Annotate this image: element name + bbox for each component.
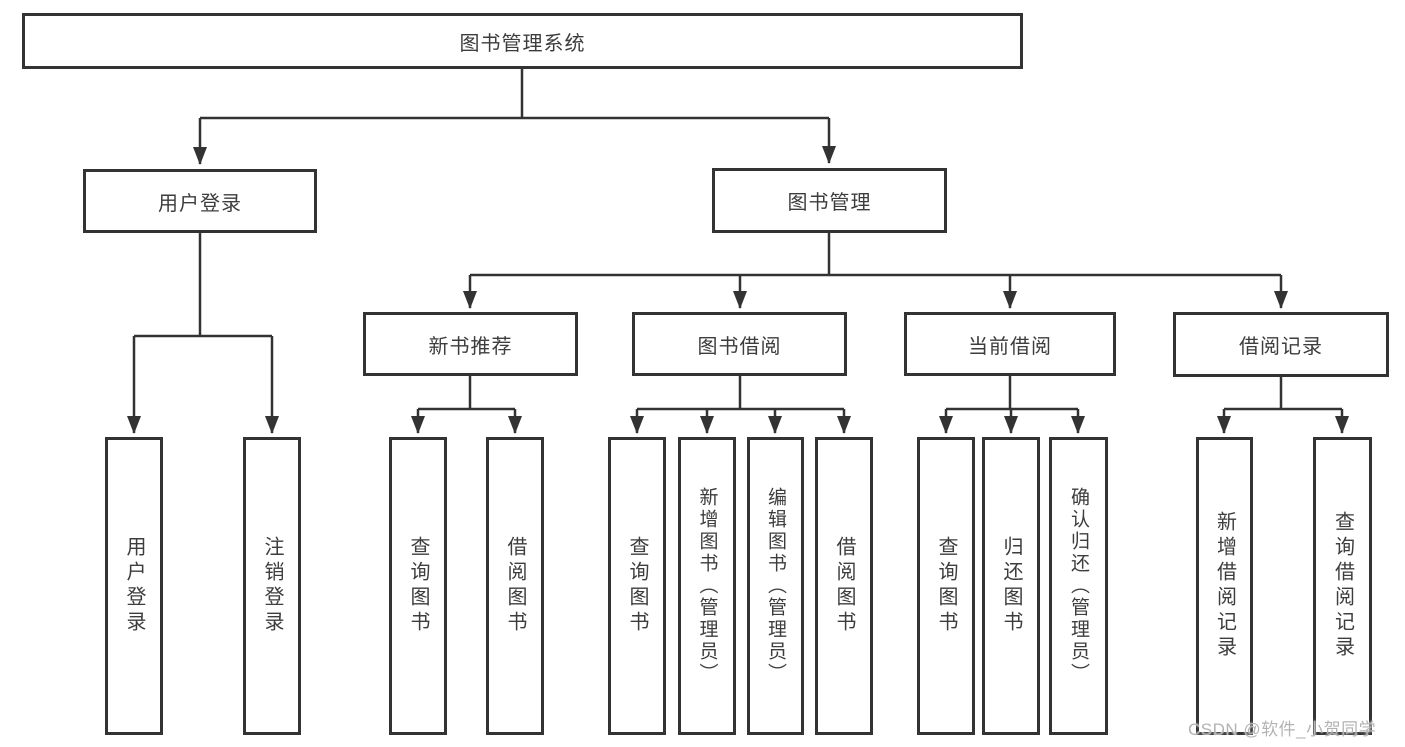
leaf-query-books-current: 查询图书: [917, 437, 975, 735]
leaf-add-borrowing-record: 新增借阅记录: [1196, 437, 1253, 735]
node-library-management-system: 图书管理系统: [22, 13, 1023, 69]
leaf-query-books-recommend: 查询图书: [389, 437, 447, 735]
node-label: 查询图书: [935, 536, 957, 636]
node-label: 查询图书: [407, 536, 429, 636]
leaf-return-books: 归还图书: [982, 437, 1040, 735]
node-label: 新增借阅记录: [1213, 511, 1236, 661]
watermark-text: CSDN @软件_小贺同学: [1188, 720, 1377, 739]
node-borrowing-records: 借阅记录: [1173, 312, 1389, 377]
node-label: 借阅图书: [504, 536, 526, 636]
node-label: 查询借阅记录: [1331, 511, 1354, 661]
node-label: 图书管理系统: [459, 32, 586, 55]
leaf-user-login: 用户登录: [105, 437, 163, 735]
node-label: 用户登录: [158, 192, 242, 215]
node-label: 新增图书（管理员）: [696, 487, 718, 685]
leaf-query-borrowing-record: 查询借阅记录: [1313, 437, 1372, 735]
node-label: 借阅图书: [833, 536, 855, 636]
leaf-query-books-borrow: 查询图书: [608, 437, 666, 735]
node-label: 借阅记录: [1239, 336, 1323, 358]
node-book-borrowing: 图书借阅: [632, 312, 847, 376]
node-label: 新书推荐: [428, 335, 513, 358]
leaf-edit-book-admin: 编辑图书（管理员）: [747, 437, 804, 735]
node-label: 编辑图书（管理员）: [765, 487, 786, 685]
node-label: 确认归还（管理员）: [1068, 487, 1089, 685]
node-label: 查询图书: [626, 536, 648, 636]
node-label: 注销登录: [261, 536, 283, 636]
node-label: 用户登录: [123, 536, 145, 636]
leaf-add-book-admin: 新增图书（管理员）: [678, 437, 736, 735]
leaf-borrow-books-recommend: 借阅图书: [486, 437, 544, 735]
node-label: 归还图书: [1000, 536, 1022, 636]
node-user-login: 用户登录: [83, 169, 317, 233]
node-label: 当前借阅: [968, 335, 1052, 358]
node-current-borrowing: 当前借阅: [904, 312, 1116, 376]
node-book-management: 图书管理: [712, 168, 947, 233]
node-label: 图书借阅: [697, 335, 782, 358]
leaf-logout: 注销登录: [243, 437, 301, 735]
leaf-borrow-books: 借阅图书: [815, 437, 873, 735]
node-new-book-recommendation: 新书推荐: [363, 312, 578, 376]
leaf-confirm-return-admin: 确认归还（管理员）: [1049, 437, 1108, 735]
node-label: 图书管理: [787, 192, 872, 214]
